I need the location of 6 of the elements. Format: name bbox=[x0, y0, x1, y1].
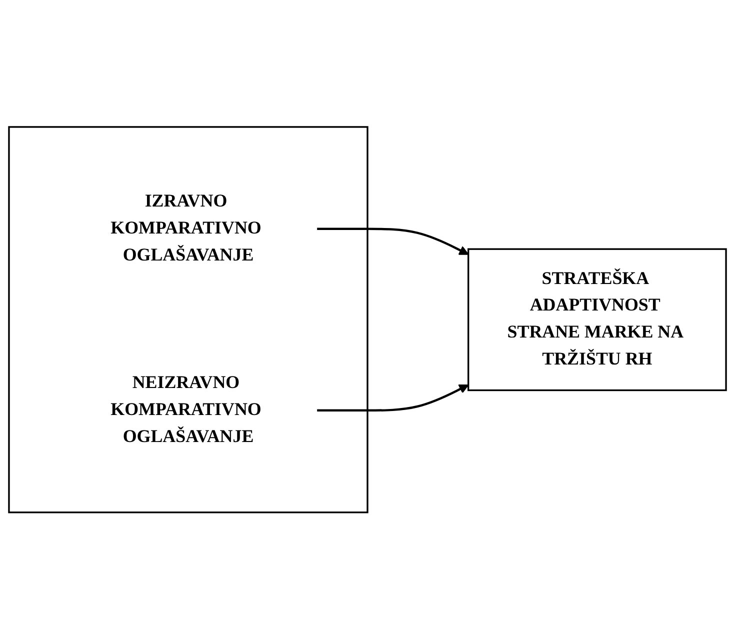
node-text: IZRAVNO KOMPARATIVNO OGLAŠAVANJE bbox=[110, 192, 262, 265]
node-box: STRATEŠKA ADAPTIVNOST STRANE MARKE NA TRŽIŠTU RH bbox=[468, 248, 727, 391]
cluster bbox=[8, 126, 368, 514]
arrow bbox=[317, 384, 469, 412]
node-text: NEIZRAVNO KOMPARATIVNO OGLAŠAVANJE bbox=[110, 373, 262, 446]
arrow bbox=[317, 228, 469, 255]
